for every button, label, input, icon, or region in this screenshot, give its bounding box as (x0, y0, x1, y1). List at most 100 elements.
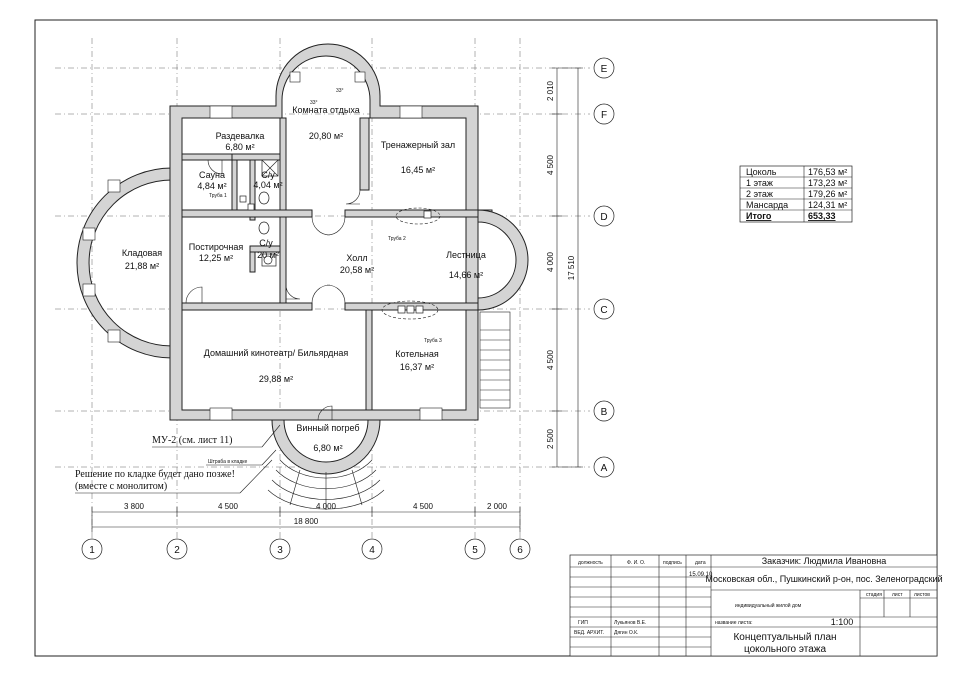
tb-header-name: Ф. И. О. (627, 560, 645, 566)
room-area-staircase: 14,66 м² (449, 270, 483, 280)
room-name-wine: Винный погреб (296, 423, 359, 433)
area-row-label-2: 2 этаж (746, 189, 773, 199)
room-area-changing: 6,80 м² (225, 142, 254, 152)
tb-customer: Заказчик: Людмила Ивановна (762, 556, 887, 566)
doors (185, 159, 361, 421)
tb-architect-name: Дягин О.К. (614, 630, 638, 636)
room-name-cinema: Домашний кинотеатр/ Бильярдная (204, 348, 349, 358)
room-name-staircase: Лестница (446, 250, 486, 260)
axis-marker-d: D (600, 212, 607, 223)
area-row-label-total: Итого (746, 211, 772, 221)
area-row-value-total: 653,33 (808, 211, 836, 221)
room-name-sauna: Сауна (199, 170, 225, 180)
dim-right-4: 4 500 (546, 349, 555, 370)
title-block: должность Ф. И. О. подпись дата 15.09.10… (569, 554, 943, 657)
area-row-label-0: Цоколь (746, 167, 777, 177)
dim-bottom-5: 2 000 (487, 502, 508, 511)
tb-architect-role: ВЕД. АРХИТ. (574, 630, 604, 636)
axis-marker-f: F (601, 110, 607, 121)
area-table: Цоколь 176,53 м² 1 этаж 173,23 м² 2 этаж… (739, 165, 853, 223)
axis-marker-2: 2 (174, 545, 180, 556)
drawing-frame (34, 19, 938, 657)
room-area-gym: 16,45 м² (401, 165, 435, 175)
room-name-wc1: С/у (261, 170, 275, 180)
axis-markers-letters: E F D C B A (593, 57, 615, 478)
axis-marker-6: 6 (517, 545, 523, 556)
area-row-value-3: 124,31 м² (808, 200, 847, 210)
tb-gip-name: Лукьянов В.Е. (614, 620, 646, 626)
axis-marker-a: A (601, 463, 608, 474)
tb-sheet-title-1: Концептуальный план (733, 632, 836, 643)
windows (82, 71, 443, 421)
masonry-note-2: (вместе с монолитом) (75, 481, 167, 492)
dim-right-total: 17 510 (567, 255, 576, 280)
axis-marker-c: C (600, 305, 607, 316)
bottom-dimensions: 3 800 4 500 4 000 4 500 2 000 18 800 (91, 502, 521, 532)
room-area-lounge: 20,80 м² (309, 131, 343, 141)
dim-bottom-total: 18 800 (294, 517, 319, 526)
dim-right-5: 2 500 (546, 428, 555, 449)
room-area-wc2: 20 м² (257, 250, 279, 260)
annotations: Труба 1 Труба 2 Труба 3 33° 33° МУ-2 (см… (75, 88, 442, 494)
room-name-laundry: Постирочная (189, 242, 244, 252)
axis-markers-numbers: 1 2 3 4 5 6 (81, 538, 531, 560)
tb-date: 15.09.10 (689, 572, 713, 578)
angle-label-b: 33° (310, 100, 318, 106)
dim-bottom-3: 4 000 (316, 502, 337, 511)
room-name-lounge: Комната отдыха (292, 105, 360, 115)
tb-project: индивидуальный жилой дом (735, 602, 802, 609)
pipe-2-label: Труба 2 (388, 236, 406, 242)
dim-bottom-1: 3 800 (124, 502, 145, 511)
room-area-wine: 6,80 м² (313, 443, 342, 453)
dim-bottom-2: 4 500 (218, 502, 239, 511)
axis-marker-3: 3 (277, 545, 283, 556)
tb-header-signature: подпись (663, 560, 682, 566)
room-name-wc2: С/у (259, 238, 273, 248)
room-name-storage: Кладовая (122, 248, 162, 258)
tb-col-sheet: лист (892, 592, 903, 598)
dim-right-2: 4 500 (546, 154, 555, 175)
room-name-boiler: Котельная (395, 349, 439, 359)
room-area-sauna: 4,84 м² (197, 181, 226, 191)
tb-header-position: должность (578, 560, 603, 566)
room-name-gym: Тренажерный зал (381, 140, 455, 150)
pipe-3-label: Труба 3 (424, 338, 442, 344)
room-area-hall: 20,58 м² (340, 265, 374, 275)
tb-col-sheets: листов (914, 592, 930, 598)
room-labels: Кладовая 21,88 м² Раздевалка 6,80 м² Ком… (122, 105, 486, 453)
axis-marker-4: 4 (369, 545, 375, 556)
area-row-value-2: 179,26 м² (808, 189, 847, 199)
tb-gip-role: ГИП (578, 620, 588, 626)
right-dimensions: 2 010 4 500 4 000 4 500 2 500 17 510 (546, 67, 583, 468)
room-name-changing: Раздевалка (216, 131, 265, 141)
masonry-note-1: Решение по кладке будет дано позже! (75, 469, 235, 480)
area-row-value-1: 173,23 м² (808, 178, 847, 188)
area-row-label-1: 1 этаж (746, 178, 773, 188)
tb-sheet-name-label: название листа: (715, 620, 753, 626)
building-walls (76, 43, 529, 475)
axis-marker-e: E (601, 64, 608, 75)
tb-scale: 1:100 (831, 617, 854, 627)
exterior-stairs (267, 311, 511, 510)
room-area-cinema: 29,88 м² (259, 374, 293, 384)
mu2-note: МУ-2 (см. лист 11) (152, 435, 233, 446)
room-area-storage: 21,88 м² (125, 261, 159, 271)
area-row-label-3: Мансарда (746, 200, 788, 210)
tb-sheet-title-2: цокольного этажа (744, 644, 827, 655)
room-area-laundry: 12,25 м² (199, 253, 233, 263)
tb-address: Московская обл., Пушкинский р-он, пос. З… (705, 574, 942, 584)
dim-bottom-4: 4 500 (413, 502, 434, 511)
tb-header-date: дата (695, 560, 706, 566)
axis-marker-b: B (601, 407, 608, 418)
room-area-boiler: 16,37 м² (400, 362, 434, 372)
chase-note: Штраба в кладке (208, 459, 248, 465)
angle-label-a: 33° (336, 88, 344, 94)
axis-marker-1: 1 (89, 545, 95, 556)
axis-marker-5: 5 (472, 545, 478, 556)
room-name-hall: Холл (346, 253, 367, 263)
tb-col-stage: стадия (866, 592, 882, 598)
dim-right-3: 4 000 (546, 251, 555, 272)
dim-right-1: 2 010 (546, 80, 555, 101)
pipe-1-label: Труба 1 (209, 193, 227, 199)
